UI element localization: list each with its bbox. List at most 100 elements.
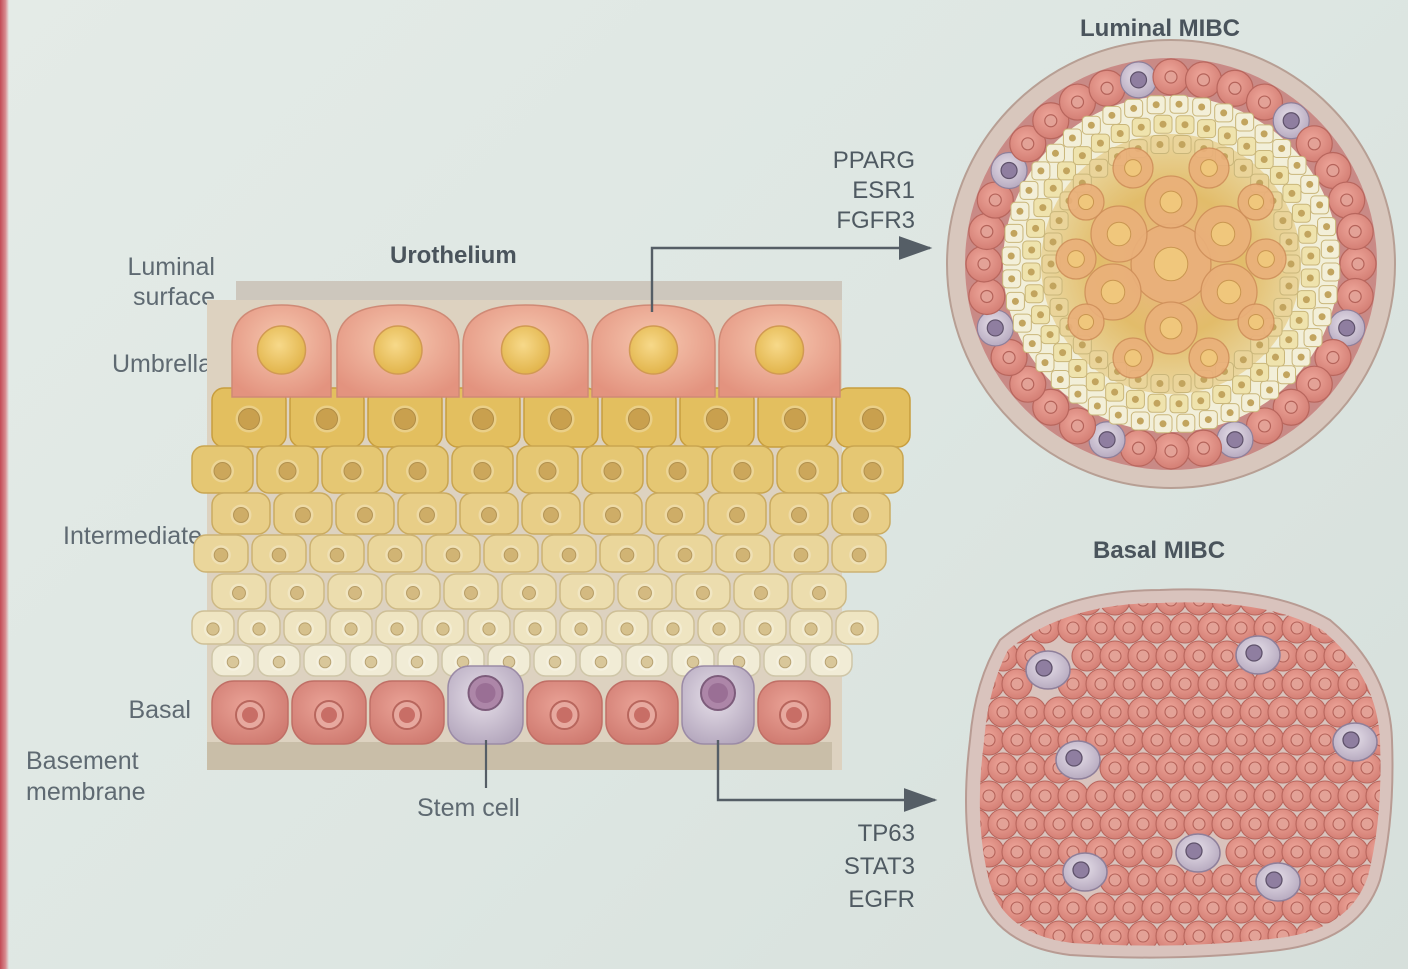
basal-cell xyxy=(1212,697,1242,727)
basal-cell xyxy=(1142,781,1172,811)
umbrella-cell xyxy=(1056,239,1096,279)
intermediate-cell xyxy=(1193,98,1211,116)
intermediate-cell xyxy=(192,446,253,493)
intermediate-cell xyxy=(1091,134,1109,152)
basal-cell xyxy=(1185,62,1221,98)
intermediate-cell xyxy=(484,535,538,572)
intermediate-cell xyxy=(1126,390,1144,408)
intermediate-cell xyxy=(1234,159,1252,177)
intermediate-cell xyxy=(832,493,890,534)
basal-cell xyxy=(1338,781,1368,811)
basal-cell xyxy=(1128,865,1158,895)
basal-cell xyxy=(1337,214,1373,250)
intermediate-cell xyxy=(1036,354,1054,372)
basal-cell xyxy=(1254,781,1284,811)
stem-cell xyxy=(1056,741,1100,779)
basal-cell xyxy=(1198,893,1228,923)
basal-cell xyxy=(1282,725,1312,755)
basal-cell xyxy=(1100,753,1130,783)
intermediate-cell xyxy=(1051,371,1069,389)
intermediate-cell xyxy=(534,645,576,676)
basal-cell xyxy=(1329,182,1365,218)
basal-cell xyxy=(1121,430,1157,466)
basal-cell xyxy=(1170,613,1200,643)
basal-cell xyxy=(988,585,1018,615)
stem-cell xyxy=(1236,636,1280,674)
intermediate-cell xyxy=(1288,156,1306,174)
basal-cell xyxy=(1282,781,1312,811)
intermediate-cell xyxy=(1069,359,1087,377)
intermediate-cell xyxy=(770,493,828,534)
intermediate-cell xyxy=(626,645,668,676)
intermediate-cell xyxy=(1063,129,1081,147)
intermediate-cell xyxy=(1020,181,1038,199)
basal-cell xyxy=(1212,865,1242,895)
basal-cell xyxy=(1030,781,1060,811)
basal-cell xyxy=(1184,753,1214,783)
intermediate-cell xyxy=(387,446,448,493)
intermediate-cell xyxy=(1032,306,1050,324)
intermediate-cell xyxy=(1283,184,1301,202)
stem-cell xyxy=(1256,863,1300,901)
umbrella-cell xyxy=(463,305,588,397)
intermediate-cell xyxy=(1090,159,1108,177)
basal-cell xyxy=(1198,725,1228,755)
basal-cell xyxy=(1072,697,1102,727)
intermediate-cell xyxy=(1025,285,1043,303)
intermediate-cell xyxy=(1154,415,1172,433)
umbrella-cell xyxy=(1068,184,1104,220)
intermediate-cell xyxy=(1251,363,1269,381)
intermediate-cell xyxy=(212,574,266,609)
basal-cell xyxy=(988,697,1018,727)
intermediate-cell xyxy=(836,388,910,447)
basal-cell xyxy=(1002,781,1032,811)
umbrella-cell xyxy=(719,305,840,397)
intermediate-cell xyxy=(517,446,578,493)
basal-cell xyxy=(1240,697,1270,727)
basal-cell xyxy=(1058,893,1088,923)
basal-cell xyxy=(966,246,1002,282)
intermediate-cell xyxy=(1125,99,1143,117)
intermediate-cell xyxy=(1273,139,1291,157)
intermediate-cell xyxy=(560,611,602,644)
intermediate-cell xyxy=(1292,204,1310,222)
intermediate-cell xyxy=(1302,247,1320,265)
umbrella-cell xyxy=(232,305,331,397)
basal-cell xyxy=(1240,809,1270,839)
intermediate-cell xyxy=(1176,116,1194,134)
basal-cell xyxy=(1310,837,1340,867)
intermediate-cell xyxy=(1266,348,1284,366)
basal-cell xyxy=(1170,893,1200,923)
intermediate-cell xyxy=(790,611,832,644)
intermediate-cell xyxy=(842,446,903,493)
basal-cell xyxy=(1324,697,1354,727)
intermediate-cell xyxy=(542,535,596,572)
basal-cell xyxy=(1324,865,1354,895)
intermediate-cell xyxy=(676,574,730,609)
intermediate-cell xyxy=(1321,240,1339,258)
basal-cell xyxy=(1100,809,1130,839)
basal-cell xyxy=(1030,893,1060,923)
intermediate-cell xyxy=(1299,225,1317,243)
intermediate-cell xyxy=(836,611,878,644)
intermediate-cell xyxy=(1151,136,1169,154)
intermediate-cell xyxy=(257,446,318,493)
luminal-mibc-tumor xyxy=(947,40,1395,488)
basal-cell xyxy=(1380,585,1408,615)
umbrella-cell xyxy=(1113,148,1153,188)
intermediate-cell xyxy=(580,645,622,676)
basal-cell xyxy=(1153,59,1189,95)
intermediate-cell xyxy=(1023,335,1041,353)
intermediate-cell xyxy=(398,493,456,534)
basal-cell xyxy=(960,585,990,615)
intermediate-cell xyxy=(1173,136,1191,154)
intermediate-cell xyxy=(1274,298,1292,316)
intermediate-cell xyxy=(1151,374,1169,392)
basal-cell xyxy=(1086,781,1116,811)
intermediate-cell xyxy=(1002,247,1020,265)
intermediate-cell xyxy=(1103,106,1121,124)
basal-cell xyxy=(1086,613,1116,643)
basal-cell xyxy=(1058,781,1088,811)
intermediate-cell xyxy=(426,535,480,572)
